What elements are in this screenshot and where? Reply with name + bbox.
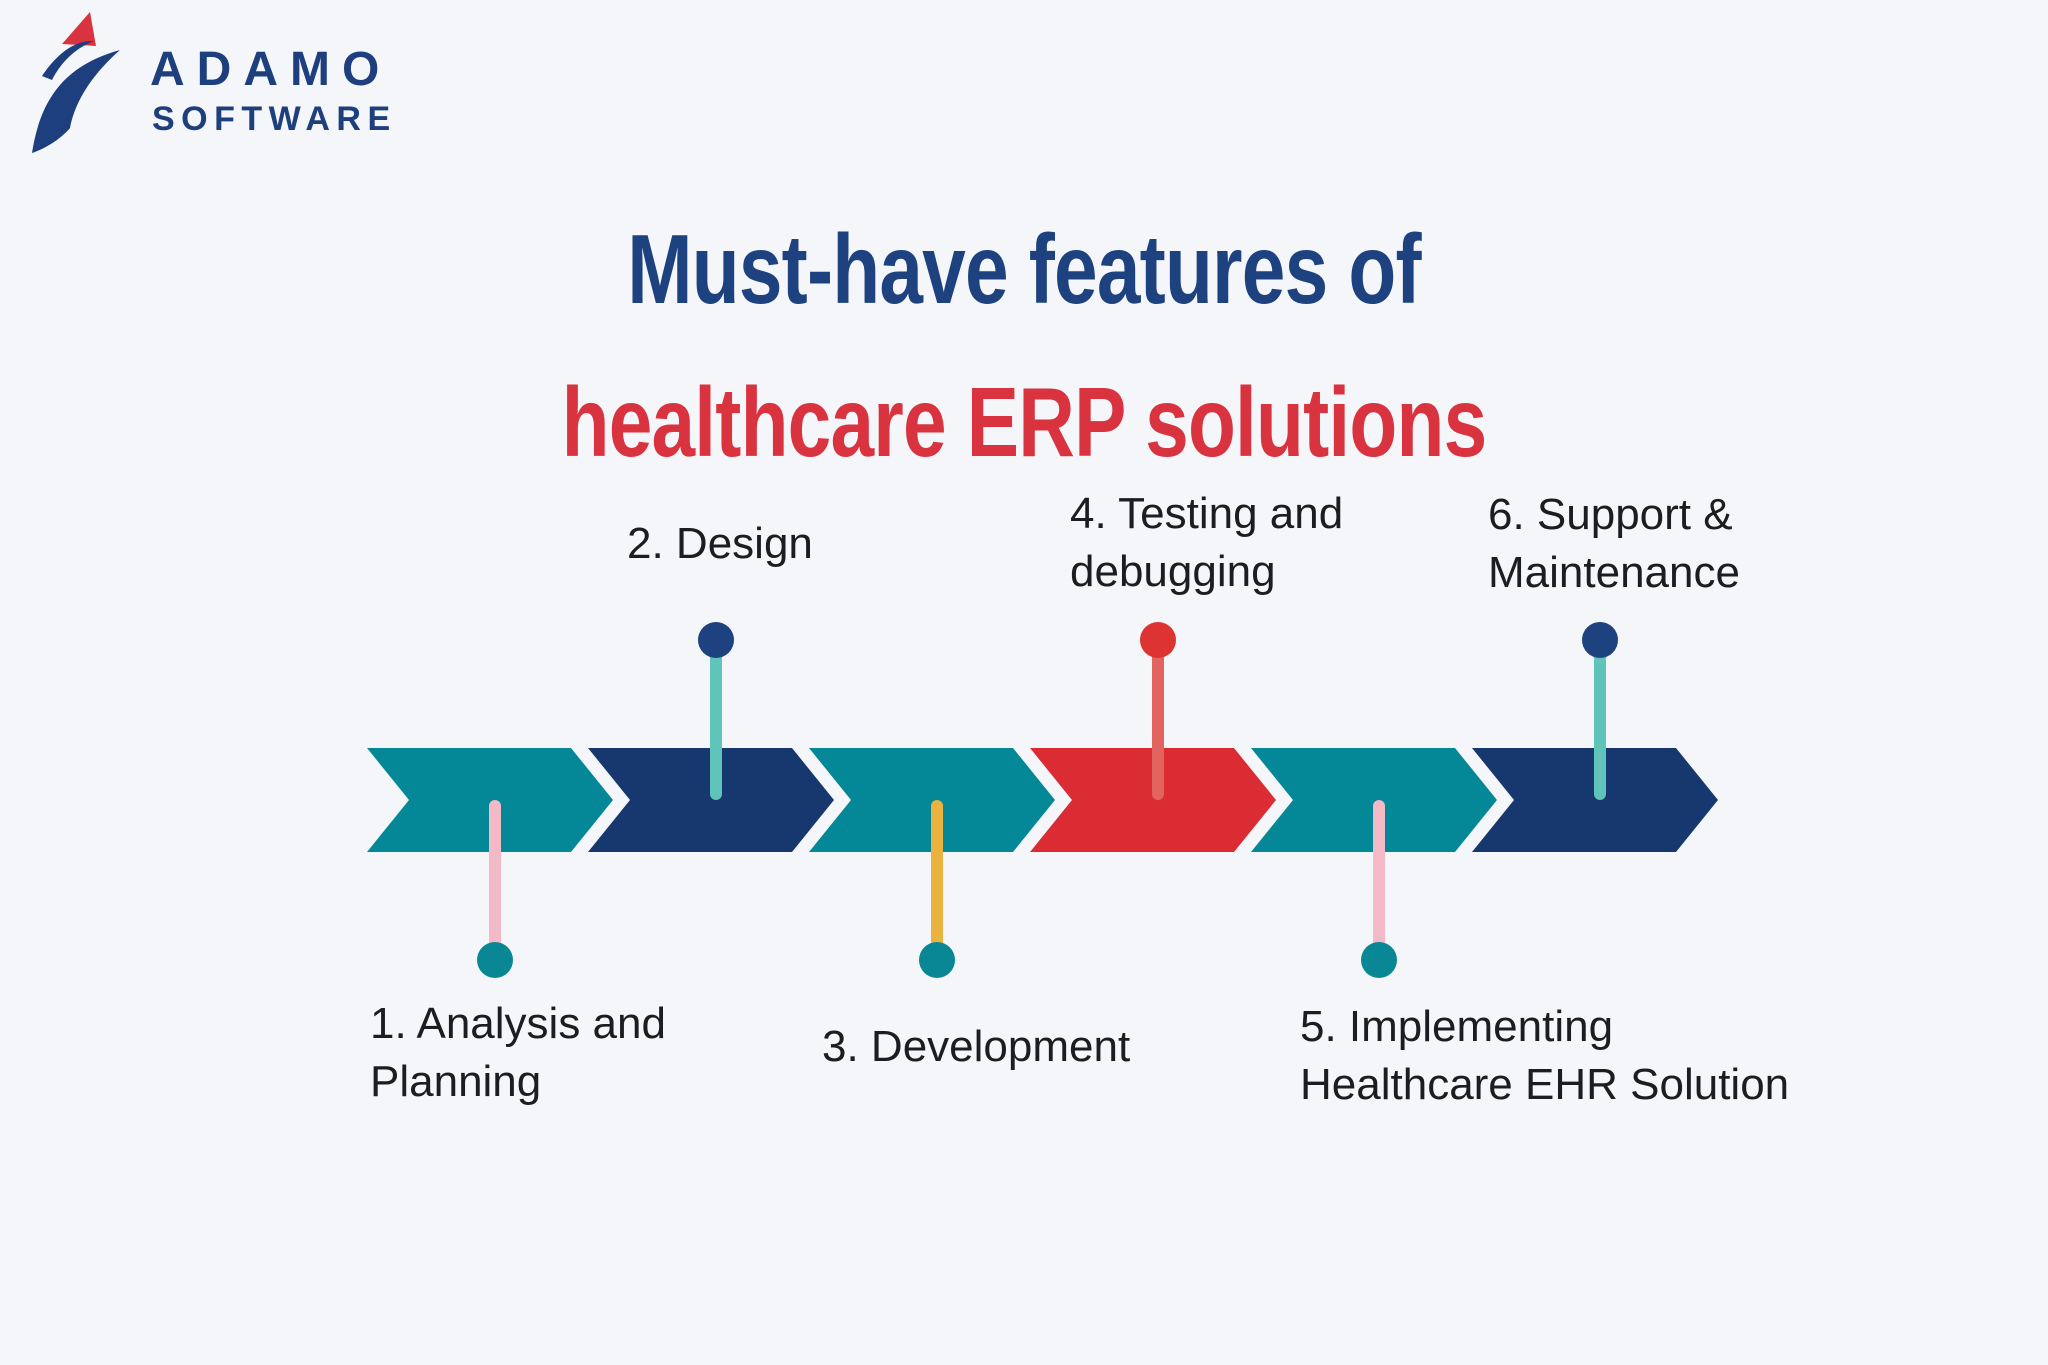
- step-label-2-line-1: 2. Design: [627, 519, 813, 568]
- title-line-2: healthcare ERP solutions: [561, 367, 1488, 477]
- title-line-1: Must-have features of: [627, 214, 1421, 324]
- timeline-dot-6: [1582, 622, 1618, 658]
- step-label-6-line-2: Maintenance: [1488, 548, 1740, 597]
- timeline-dot-2: [698, 622, 734, 658]
- step-label-5-line-2: Healthcare EHR Solution: [1300, 1060, 1790, 1109]
- connector-line-4: [1152, 640, 1164, 800]
- logo-company-suffix: SOFTWARE: [152, 100, 397, 138]
- step-label-4-line-2: debugging: [1070, 547, 1276, 596]
- timeline-dot-1: [477, 942, 513, 978]
- step-label-6: 6. Support & Maintenance: [1488, 486, 1740, 602]
- adamo-logo: ADAMO SOFTWARE: [28, 8, 448, 158]
- connector-line-5: [1373, 800, 1385, 960]
- step-label-2: 2. Design: [627, 515, 813, 573]
- step-label-3: 3. Development: [822, 1018, 1130, 1076]
- logo-company-name: ADAMO: [150, 43, 392, 96]
- connector-line-6: [1594, 640, 1606, 800]
- step-label-4: 4. Testing and debugging: [1070, 485, 1343, 601]
- step-label-5-line-1: 5. Implementing: [1300, 1002, 1614, 1051]
- adamo-logo-icon: [32, 12, 120, 153]
- step-label-3-line-1: 3. Development: [822, 1022, 1131, 1071]
- connector-line-3: [931, 800, 943, 960]
- connector-line-1: [489, 800, 501, 960]
- step-label-1-line-2: Planning: [370, 1057, 542, 1106]
- connector-line-2: [710, 640, 722, 800]
- step-label-6-line-1: 6. Support &: [1488, 490, 1733, 539]
- timeline-dot-4: [1140, 622, 1176, 658]
- step-label-1-line-1: 1. Analysis and: [370, 999, 666, 1048]
- page-title: Must-have features of healthcare ERP sol…: [0, 193, 2048, 499]
- step-label-4-line-1: 4. Testing and: [1070, 489, 1344, 538]
- timeline-dot-3: [919, 942, 955, 978]
- timeline-dot-5: [1361, 942, 1397, 978]
